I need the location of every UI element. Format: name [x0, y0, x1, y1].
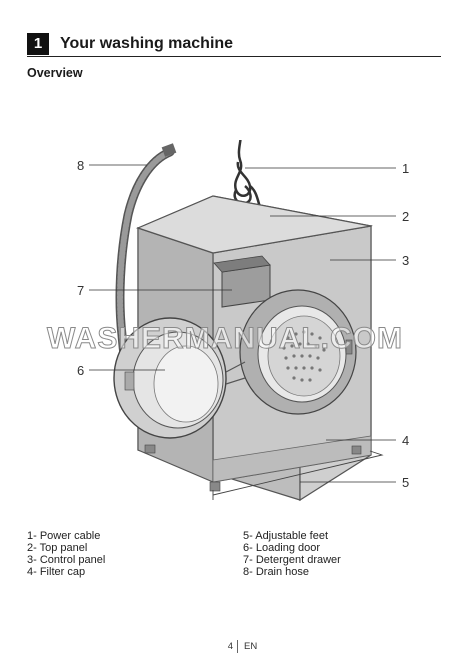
callout-3: 3: [402, 253, 409, 268]
callout-6: 6: [77, 363, 84, 378]
watermark: WASHERMANUAL.COM: [47, 322, 403, 355]
legend-item: 8- Drain hose: [243, 566, 310, 578]
callout-8: 8: [77, 158, 84, 173]
legend-right: 5- Adjustable feet 6- Loading door 7- De…: [243, 530, 341, 578]
washing-machine-diagram: WASHERMANUAL.COM 8 1 2 3 7 6 4 5: [47, 140, 409, 502]
callout-1: 1: [402, 161, 409, 176]
callout-2: 2: [402, 209, 409, 224]
legend-item: 3- Control panel: [27, 554, 106, 566]
footer-divider: [237, 640, 238, 653]
legend-item: 5- Adjustable feet: [243, 530, 329, 542]
callout-leaders: [89, 164, 396, 483]
legend-item: 2- Top panel: [27, 542, 88, 554]
chapter-number-badge: 1: [27, 33, 49, 55]
callout-4: 4: [402, 433, 409, 448]
loading-door: [113, 317, 246, 439]
page-footer: 4 EN: [0, 640, 474, 654]
callout-5: 5: [402, 475, 409, 490]
section-title: Overview: [27, 66, 83, 80]
page-number: 4: [227, 641, 233, 652]
legend-item: 6- Loading door: [243, 542, 321, 554]
kickplate: [212, 435, 372, 483]
header-divider: [27, 56, 441, 57]
adjustable-feet: [144, 444, 362, 492]
chapter-title: Your washing machine: [60, 35, 234, 52]
callout-7: 7: [77, 283, 84, 298]
legend-left: 1- Power cable 2- Top panel 3- Control p…: [27, 530, 105, 578]
legend-item: 1- Power cable: [27, 530, 101, 542]
legend-item: 4- Filter cap: [27, 566, 86, 578]
chapter-header: 1 Your washing machine: [27, 33, 441, 57]
legend-item: 7- Detergent drawer: [243, 554, 341, 566]
language-code: EN: [244, 641, 258, 652]
drum-opening: [239, 289, 357, 415]
detergent-drawer: [213, 255, 271, 308]
